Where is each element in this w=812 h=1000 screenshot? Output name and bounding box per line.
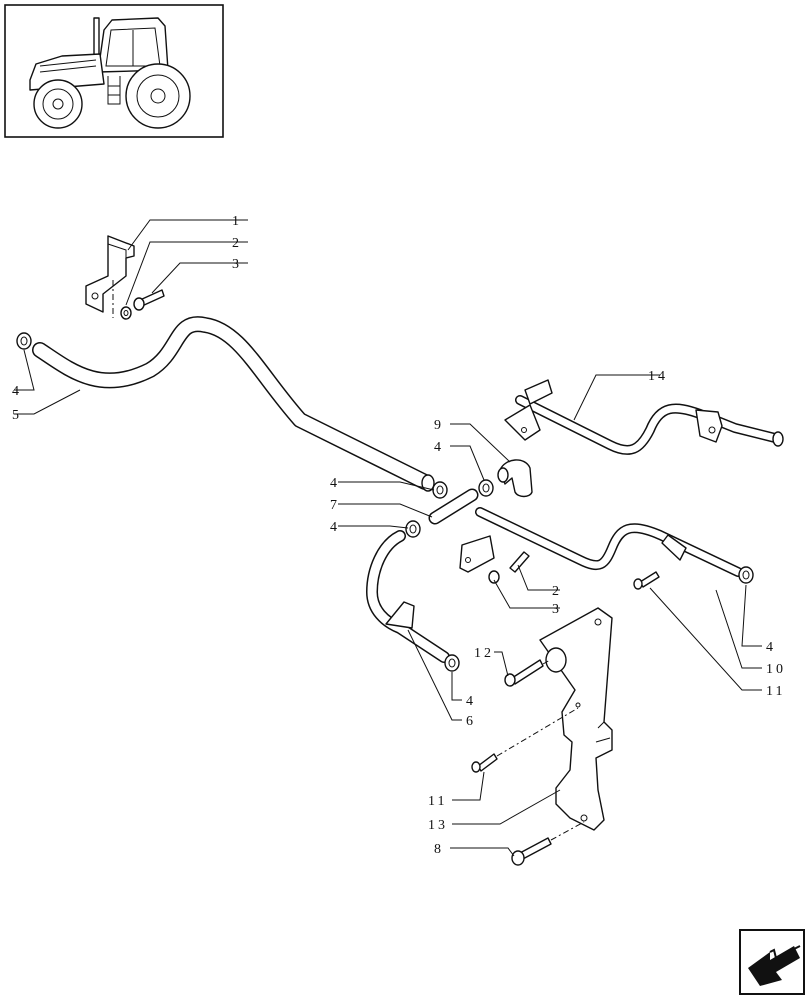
clamps-center	[405, 479, 494, 538]
callout-1: 1	[232, 214, 242, 229]
tractor-thumbnail	[4, 4, 224, 138]
callout-3: 3	[232, 257, 242, 272]
callout-9: 9	[434, 418, 444, 433]
next-page-arrow-icon[interactable]	[739, 929, 805, 995]
washer-bolt-top	[120, 289, 165, 320]
callout-13: 13	[428, 818, 448, 833]
callout-4: 4	[766, 640, 776, 655]
callout-8: 8	[434, 842, 444, 857]
callout-4: 4	[434, 440, 444, 455]
callout-4: 4	[330, 520, 340, 535]
callout-2: 2	[552, 584, 562, 599]
bolt-part-12	[504, 659, 551, 687]
callout-6: 6	[466, 714, 476, 729]
hose-part-5	[32, 316, 435, 492]
callout-14: 14	[648, 369, 668, 384]
callout-labels: 1 2 3 4 5 14 9 4 4 7 4 2 3 4 10 11 12 4 …	[12, 214, 786, 857]
callout-4: 4	[12, 384, 22, 399]
bolt-part-8	[511, 821, 585, 866]
elbow-part-9	[497, 459, 533, 498]
callout-3: 3	[552, 602, 562, 617]
callout-10: 10	[766, 662, 786, 677]
washer-bolt-middle	[488, 551, 530, 584]
callout-5: 5	[12, 408, 22, 423]
callout-12: 12	[474, 646, 494, 661]
hose-part-7	[428, 488, 479, 525]
bracket-part-1	[85, 235, 135, 318]
hose-part-6	[366, 530, 460, 672]
clamp-left	[16, 332, 32, 350]
callout-7: 7	[330, 498, 340, 513]
callout-11: 11	[766, 684, 785, 699]
bolt-part-11-right	[633, 571, 660, 590]
callout-11: 11	[428, 794, 447, 809]
callout-4: 4	[330, 476, 340, 491]
bolt-part-11-lower	[471, 707, 579, 773]
pipe-part-10	[459, 507, 754, 584]
pipe-part-14	[504, 379, 784, 455]
plate-part-13	[539, 607, 613, 831]
leader-lines	[14, 219, 762, 857]
callout-2: 2	[232, 236, 242, 251]
callout-4: 4	[466, 694, 476, 709]
